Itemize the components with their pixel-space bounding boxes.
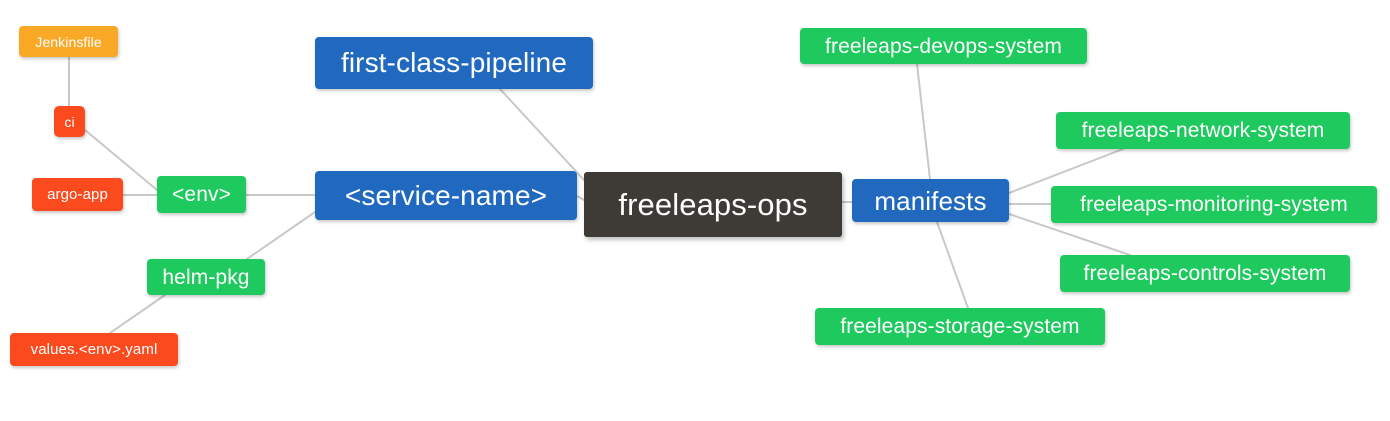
edge-manifests-to-freeleaps-devops-system bbox=[916, 63, 931, 180]
node-argo-app[interactable]: argo-app bbox=[32, 178, 123, 211]
node-first-class-pipeline[interactable]: first-class-pipeline bbox=[315, 37, 593, 89]
edge-service-name-to-freeleaps-ops bbox=[576, 195, 585, 201]
edge-first-class-pipeline-to-freeleaps-ops bbox=[499, 88, 585, 181]
node-manifests[interactable]: manifests bbox=[852, 179, 1009, 222]
node-freeleaps-monitoring-system[interactable]: freeleaps-monitoring-system bbox=[1051, 186, 1377, 223]
node-service-name[interactable]: <service-name> bbox=[315, 171, 577, 220]
node-env[interactable]: <env> bbox=[157, 176, 246, 213]
node-freeleaps-storage-system[interactable]: freeleaps-storage-system bbox=[815, 308, 1105, 345]
edge-service-name-to-helm-pkg bbox=[246, 211, 316, 260]
node-jenkinsfile[interactable]: Jenkinsfile bbox=[19, 26, 118, 57]
node-helm-pkg[interactable]: helm-pkg bbox=[147, 259, 265, 295]
node-freeleaps-devops-system[interactable]: freeleaps-devops-system bbox=[800, 28, 1087, 64]
node-values-yaml[interactable]: values.<env>.yaml bbox=[10, 333, 178, 366]
node-ci[interactable]: ci bbox=[54, 106, 85, 137]
edge-manifests-to-freeleaps-storage-system bbox=[936, 221, 969, 309]
node-freeleaps-ops[interactable]: freeleaps-ops bbox=[584, 172, 842, 237]
node-freeleaps-network-system[interactable]: freeleaps-network-system bbox=[1056, 112, 1350, 149]
edge-helm-pkg-to-values-yaml bbox=[109, 294, 166, 334]
node-freeleaps-controls-system[interactable]: freeleaps-controls-system bbox=[1060, 255, 1350, 292]
